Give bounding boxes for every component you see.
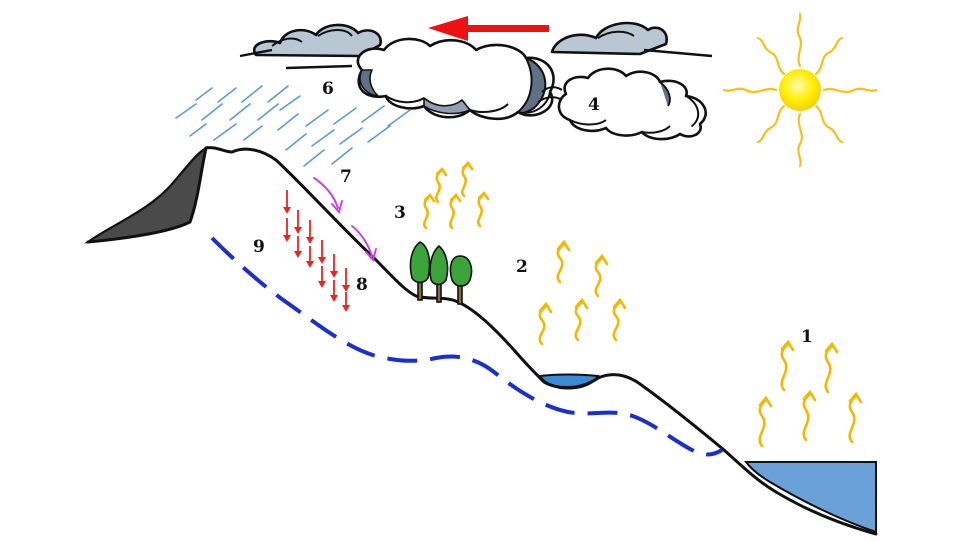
label-7: 7 (340, 167, 352, 187)
infiltration-arrow-icon (283, 190, 350, 312)
sun-disc (779, 69, 821, 111)
vapor-icon (423, 160, 863, 448)
sun-icon (722, 12, 878, 168)
rain-icon (175, 85, 411, 167)
runoff-arrow-icon (313, 177, 377, 263)
label-8: 8 (356, 275, 368, 295)
sun-rays (722, 12, 878, 168)
label-2: 2 (516, 257, 528, 277)
label-4: 4 (588, 95, 600, 115)
lake (743, 461, 877, 534)
label-6: 6 (322, 79, 334, 99)
label-3: 3 (394, 203, 406, 223)
landscape (84, 145, 878, 536)
label-9: 9 (253, 237, 265, 257)
wind-arrow-icon (428, 16, 549, 41)
groundwater-table (210, 236, 724, 457)
ground-line (86, 146, 878, 536)
cloud-icon (239, 21, 713, 141)
tree-icon (409, 241, 473, 305)
label-1: 1 (801, 327, 813, 347)
diagram-labels: 1 2 3 4 6 7 8 9 (253, 79, 813, 347)
mountain-shadow (84, 145, 208, 244)
